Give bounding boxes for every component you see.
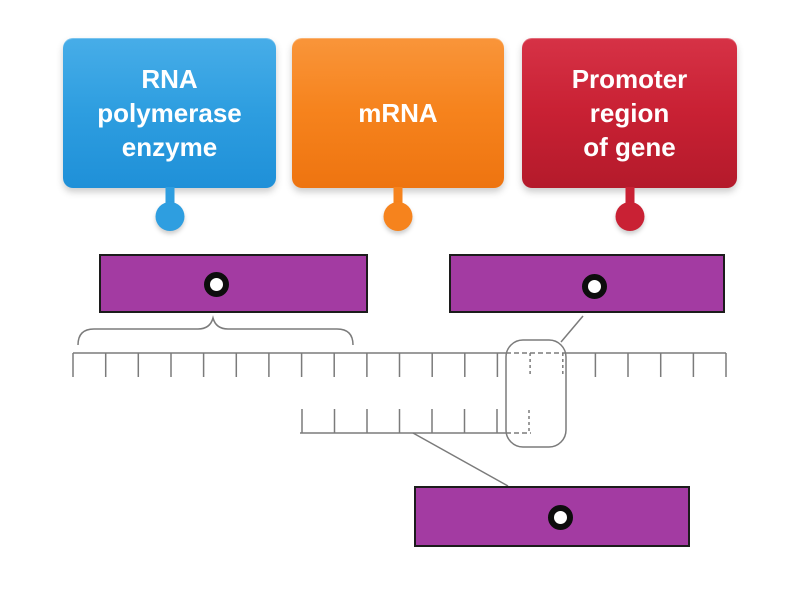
drop-zone-right[interactable] [449, 254, 725, 313]
drop-target-dot[interactable] [204, 272, 229, 297]
zoom-capsule [505, 339, 567, 448]
answer-label-rna-polymerase-enzyme[interactable]: RNA polymerase enzyme [63, 38, 276, 231]
connector-line-bottom [412, 432, 509, 487]
drop-zone-left[interactable] [99, 254, 368, 313]
mrna-strand-ticks [301, 409, 498, 433]
label-text-line: mRNA [358, 98, 438, 128]
transcribed-region-brace [77, 315, 354, 346]
label-text-line: enzyme [121, 132, 218, 162]
drop-target-dot[interactable] [548, 505, 573, 530]
label-text-line: Promoter [571, 64, 688, 94]
label-text: RNA polymerase enzyme [97, 62, 242, 164]
dna-strand-ticks [72, 353, 727, 377]
label-text-line: polymerase [97, 98, 242, 128]
dna-strand-ticks-dashed [529, 353, 564, 377]
label-text-line: RNA [141, 64, 198, 94]
drop-target-dot[interactable] [582, 274, 607, 299]
answer-label-promoter-region[interactable]: Promoter region of gene [522, 38, 737, 231]
answer-label-mrna[interactable]: mRNA [292, 38, 504, 231]
label-text: mRNA [358, 96, 437, 130]
connector-line-top [560, 315, 584, 343]
label-text-line: of gene [583, 132, 676, 162]
label-text: Promoter region of gene [572, 62, 688, 164]
drop-zone-bottom[interactable] [414, 486, 690, 547]
label-text-line: region [589, 98, 670, 128]
